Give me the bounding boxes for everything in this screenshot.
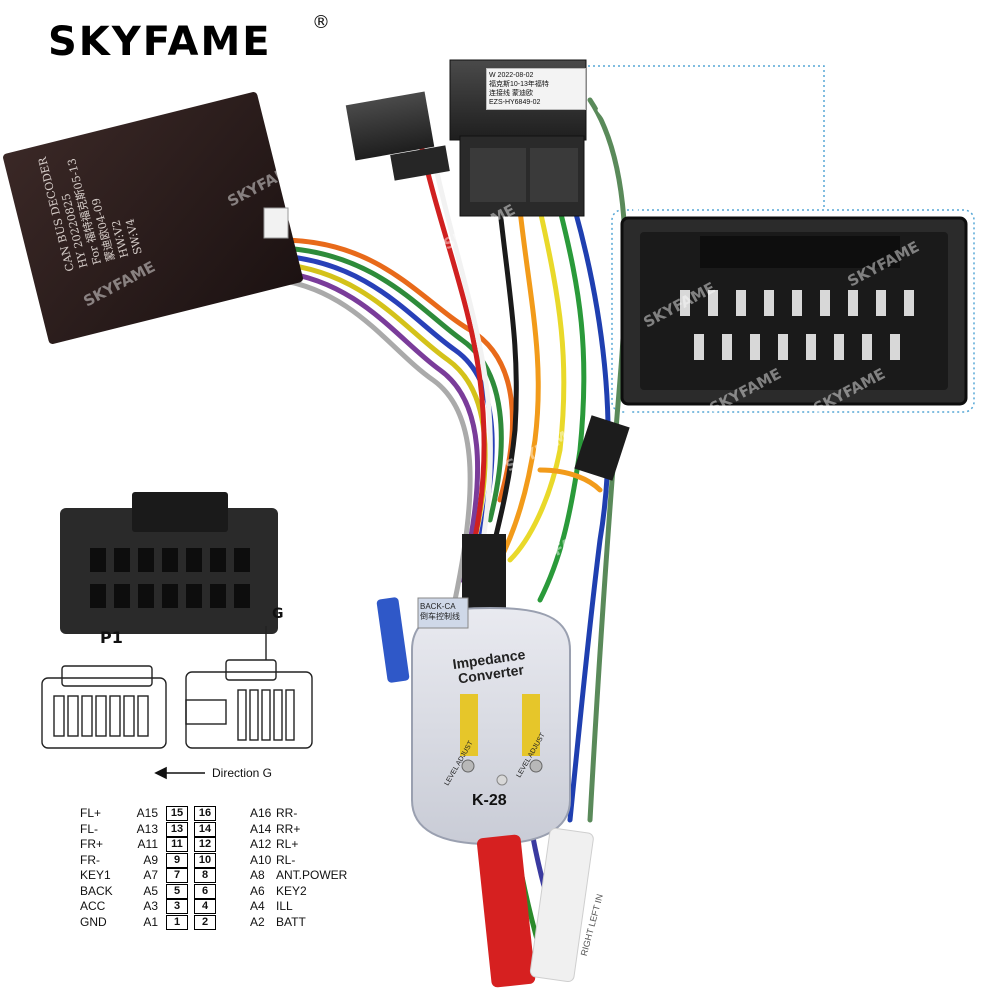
pin-left-code: A1 <box>143 914 158 929</box>
back-camera-tag-2: 倒车控制线 <box>420 612 460 621</box>
pin-right-code: A14 <box>250 821 272 836</box>
pin-right-name: KEY2 <box>276 883 307 898</box>
top-connector-line-3: 连接线 蒙迪欧 <box>489 90 533 97</box>
pin-number-right: 4 <box>194 899 216 914</box>
pin-left-name: ACC <box>80 899 106 913</box>
registered-mark: ® <box>312 12 330 33</box>
rca-plugs <box>476 827 594 988</box>
pin-number-right: 6 <box>194 883 216 899</box>
blue-tab <box>376 597 410 683</box>
pin-right-name: RL+ <box>276 837 299 851</box>
pin-right-code: A6 <box>250 883 265 898</box>
back-camera-tag: BACK-CA 倒车控制线 <box>420 602 460 622</box>
pin-right-name: ILL <box>276 899 293 913</box>
pin-left-name: GND <box>80 914 107 929</box>
top-connector-line-4: EZS-HY6849-02 <box>489 99 541 106</box>
p1-connector-drawing <box>41 665 167 749</box>
top-connector-line-1: W 2022-08-02 <box>489 72 534 79</box>
pin-left-code: A7 <box>143 868 158 882</box>
brand-logo: SKYFAME <box>48 19 272 65</box>
pin-number-left: 5 <box>166 883 188 899</box>
pin-number-left: 7 <box>166 868 188 883</box>
top-connector-label: W 2022-08-02 福克斯10-13年福特 连接线 蒙迪欧 EZS-HY6… <box>486 68 586 110</box>
p1-label: P1 <box>100 628 123 647</box>
pin-number-left: 3 <box>166 899 188 914</box>
g-label: G <box>272 606 284 622</box>
pin-right-code: A2 <box>250 914 265 929</box>
pin-right-code: A4 <box>250 899 265 913</box>
top-connector-line-2: 福克斯10-13年福特 <box>489 81 549 88</box>
pin-left-code: A5 <box>143 883 158 898</box>
pin-number-right: 10 <box>194 852 216 868</box>
pin-number-left: 15 <box>166 806 188 821</box>
pin-right-name: RR+ <box>276 821 301 836</box>
pin-left-name: FR- <box>80 852 100 867</box>
pin-left-code: A9 <box>143 852 158 867</box>
pin-left-name: BACK <box>80 883 113 898</box>
top-connector-left <box>345 91 450 181</box>
pin-right-name: RL- <box>276 852 296 867</box>
pin-right-code: A8 <box>250 868 265 882</box>
back-camera-tag-1: BACK-CA <box>420 602 456 611</box>
pin-right-code: A12 <box>250 837 272 851</box>
pin-number-right: 8 <box>194 868 216 883</box>
pin-left-name: FR+ <box>80 837 104 851</box>
pin-left-name: KEY1 <box>80 868 111 882</box>
pin-number-left: 13 <box>166 821 188 837</box>
pin-number-right: 2 <box>194 914 216 930</box>
pin-left-code: A15 <box>136 806 158 820</box>
pin-left-name: FL+ <box>80 806 102 820</box>
pin-left-code: A3 <box>143 899 158 913</box>
converter-model: K-28 <box>472 792 507 809</box>
impedance-converter <box>411 534 571 846</box>
pin-number-right: 16 <box>194 806 216 821</box>
direction-arrow <box>154 766 205 780</box>
pin-number-right: 14 <box>194 821 216 837</box>
pin-right-name: BATT <box>276 914 306 929</box>
pin-number-right: 12 <box>194 837 216 852</box>
side-connector <box>574 415 630 481</box>
can-bus-decoder-box <box>3 92 303 344</box>
pin-right-name: RR- <box>276 806 298 820</box>
callout-lines <box>588 65 975 413</box>
pin-number-left: 9 <box>166 852 188 868</box>
pin-number-left: 11 <box>166 837 188 852</box>
pin-left-code: A13 <box>136 821 158 836</box>
direction-label: Direction G <box>212 766 273 780</box>
pin-number-left: 1 <box>166 914 188 930</box>
pin-right-name: ANT.POWER <box>276 868 348 882</box>
pin-right-code: A16 <box>250 806 272 820</box>
pin-left-name: FL- <box>80 821 98 836</box>
connector-face-zoom <box>620 216 968 406</box>
p1-connector-photo <box>60 492 278 634</box>
g-connector-drawing <box>185 626 313 749</box>
pin-left-code: A11 <box>137 837 158 851</box>
pin-right-code: A10 <box>250 852 272 867</box>
